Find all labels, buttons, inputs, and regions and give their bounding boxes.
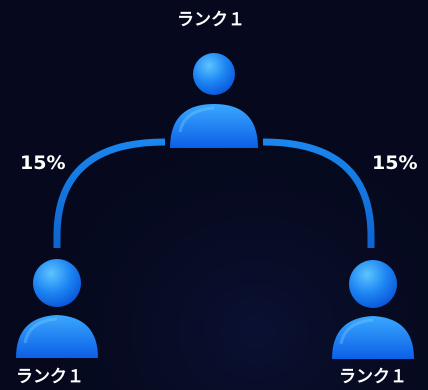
person-icon [170,53,258,148]
rank-label-top: ランク１ [177,10,245,30]
person-icon [16,259,98,358]
person-icon [332,260,414,359]
person-node-top [166,52,262,152]
rank-label-right: ランク１ [339,367,407,387]
rank-label-left: ランク１ [16,367,84,387]
percent-label-right: 15% [372,152,418,174]
connector-left [53,138,166,248]
person-node-left [14,257,100,361]
connector-right [262,138,375,248]
person-node-right [330,258,416,362]
percent-label-left: 15% [20,152,66,174]
